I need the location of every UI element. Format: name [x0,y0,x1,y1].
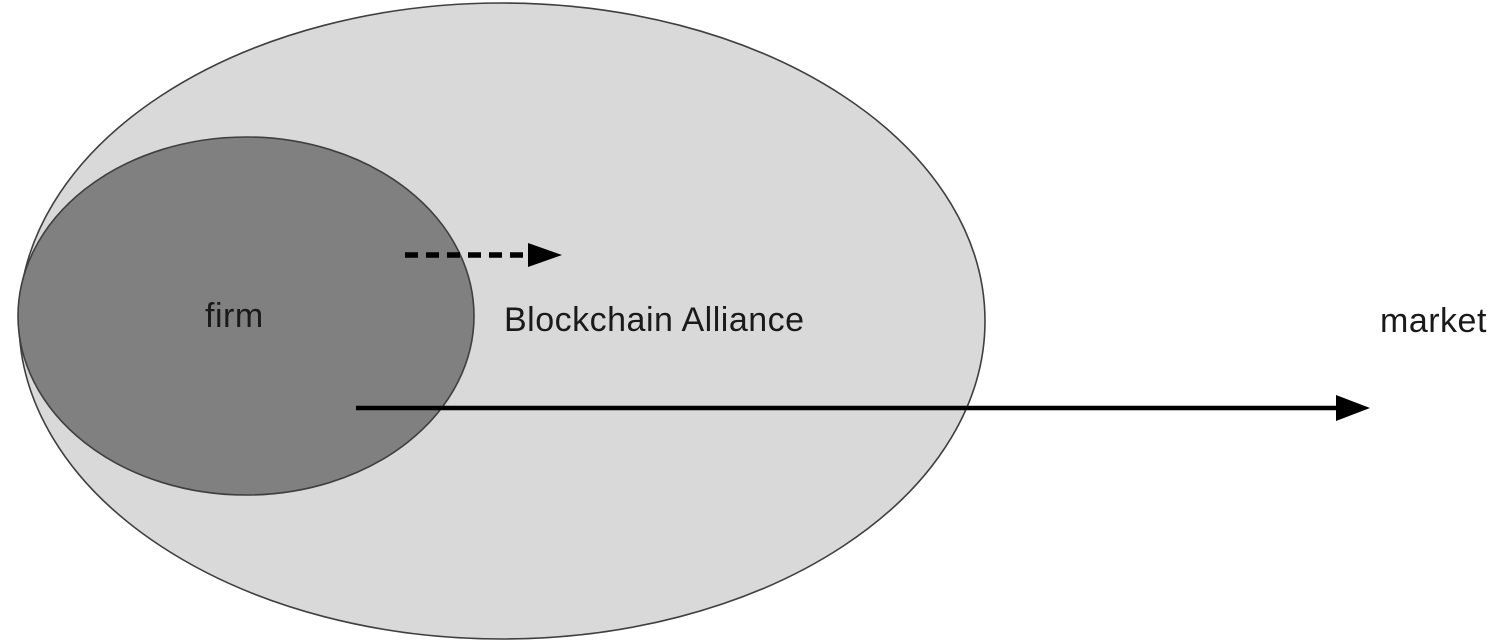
dashed-arrow [405,243,562,267]
firm-ellipse [17,136,475,496]
blockchain-alliance-label: Blockchain Alliance [504,301,805,339]
firm-label: firm [205,297,264,335]
solid-arrow [356,395,1370,421]
market-label: market [1380,302,1487,340]
